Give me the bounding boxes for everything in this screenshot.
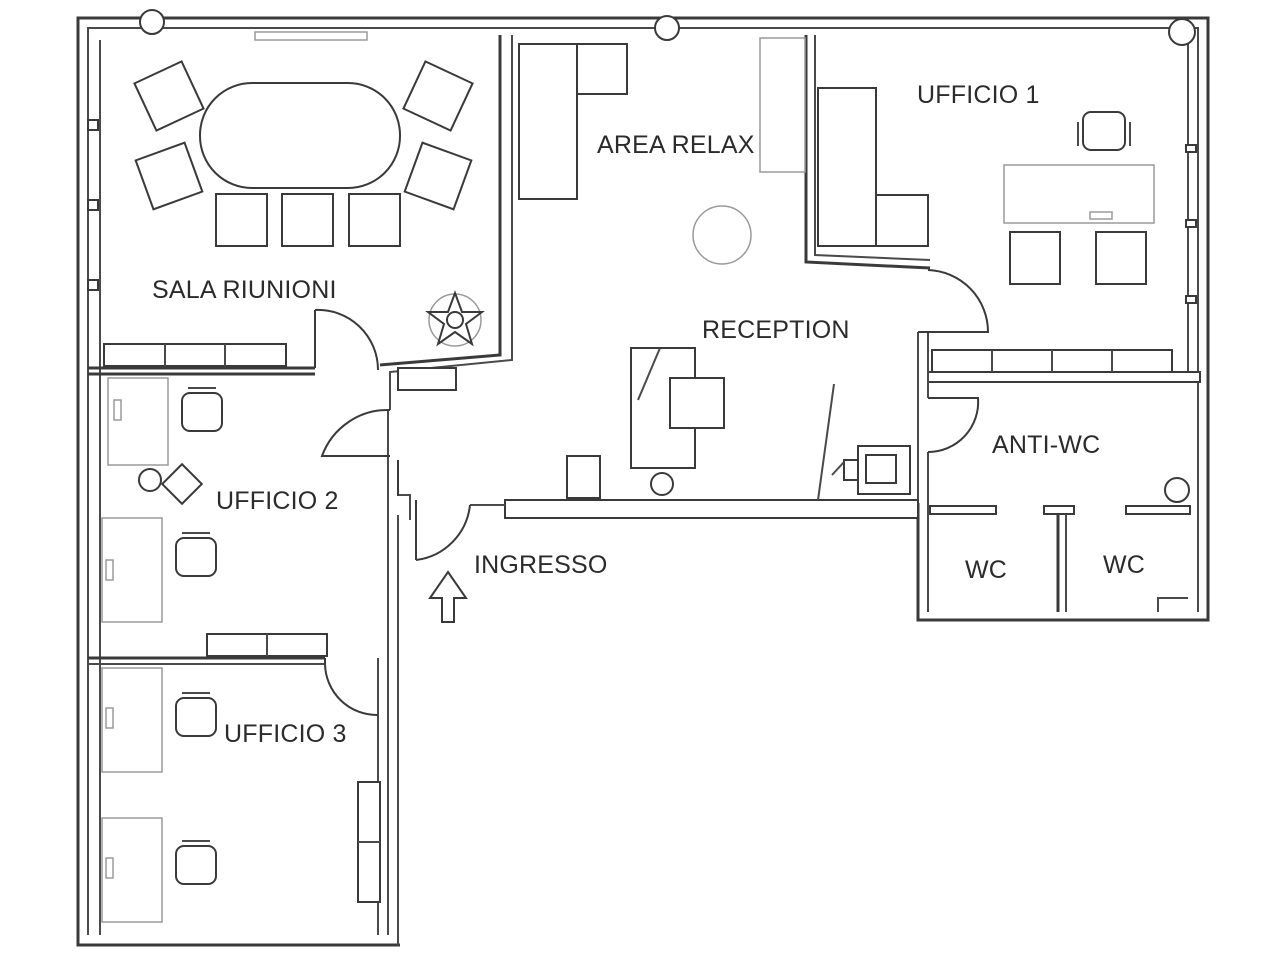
interior-walls (88, 35, 1201, 935)
chair-icon (215, 193, 268, 247)
column-icon (650, 472, 674, 496)
chair-icon (175, 840, 217, 885)
plant-icon (425, 290, 485, 347)
column-icon (654, 15, 680, 41)
chair-icon (133, 60, 205, 132)
label-anti-wc: ANTI-WC (992, 431, 1100, 459)
printer-icon (831, 445, 911, 495)
up-arrow-icon (428, 570, 468, 623)
chair-icon (1009, 231, 1061, 285)
desk (101, 667, 163, 773)
desk (101, 517, 163, 623)
label-ufficio-2: UFFICIO 2 (216, 487, 339, 515)
reception-furniture (397, 347, 911, 501)
label-sala-riunioni: SALA RIUNIONI (152, 276, 337, 304)
label-area-relax: AREA RELAX (597, 131, 755, 159)
relax-area-furniture (518, 37, 806, 265)
column-icon (138, 468, 162, 492)
desk (1003, 164, 1155, 224)
office-2-furniture (101, 377, 328, 657)
meeting-room-furniture (103, 60, 485, 367)
chair-icon (281, 193, 334, 247)
label-ingresso: INGRESSO (474, 551, 608, 579)
label-wc-left: WC (965, 556, 1007, 584)
desk (101, 817, 163, 923)
label-ufficio-3: UFFICIO 3 (224, 720, 347, 748)
room-labels: SALA RIUNIONI AREA RELAX UFFICIO 1 RECEP… (152, 81, 1145, 748)
chair-icon (1077, 111, 1131, 151)
chair-icon (402, 60, 474, 132)
round-table (692, 205, 752, 265)
doors (314, 269, 990, 717)
outer-walls (76, 9, 1210, 947)
chair-icon (175, 532, 217, 577)
chair-icon (403, 141, 473, 211)
chair-icon (175, 692, 217, 737)
chair-icon (1095, 231, 1147, 285)
chair-icon (348, 193, 401, 247)
desk (107, 377, 169, 466)
label-ufficio-1: UFFICIO 1 (917, 81, 1040, 109)
office-1-furniture (817, 87, 1173, 373)
label-wc-right: WC (1103, 551, 1145, 579)
column-icon (1164, 477, 1190, 503)
chair-icon (669, 377, 725, 429)
column-icon (139, 9, 165, 35)
label-reception: RECEPTION (702, 316, 850, 344)
chair-icon (181, 387, 223, 432)
column-icon (1168, 18, 1196, 46)
meeting-table (199, 82, 401, 189)
office-3-furniture (101, 667, 381, 923)
sofa (518, 43, 578, 200)
chair-icon (134, 141, 204, 211)
